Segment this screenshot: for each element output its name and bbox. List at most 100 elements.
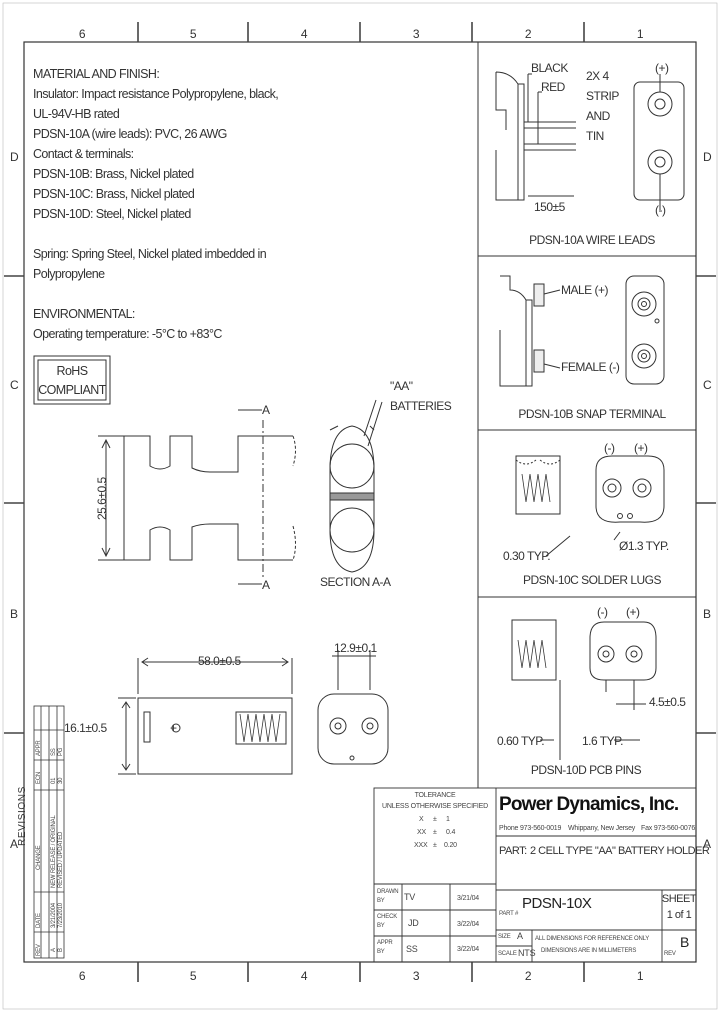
dim-snap: 12.9±0.1: [334, 641, 377, 655]
variant-d-caption: PDSN-10D PCB PINS: [530, 763, 642, 777]
rohs-line: COMPLIANT: [38, 383, 106, 397]
typ-dim: 0.60 TYP.: [497, 734, 545, 748]
part-number-value: PDSN-10X: [522, 895, 592, 912]
approval-role: CHECK: [377, 914, 398, 920]
lead-length-dim: 150±5: [534, 200, 565, 214]
tol-cell: 1: [446, 816, 450, 823]
variant-d-outline: [511, 619, 657, 760]
rev-cell: 3/21/2004: [51, 903, 57, 928]
company-fax: Fax 973-560-0076: [641, 825, 696, 832]
note-line: Operating temperature: -5°C to +83°C: [33, 327, 222, 341]
male-label: MALE (+): [561, 283, 609, 297]
zone-col-label: 6: [78, 969, 86, 983]
note-line: PDSN-10D: Steel, Nickel plated: [33, 207, 191, 221]
section-marker: A: [262, 578, 270, 592]
plus-mark: +: [170, 721, 177, 735]
end-view-outline: [317, 650, 389, 765]
rev-cell: A: [51, 948, 57, 952]
wire-red-label: RED: [541, 80, 565, 94]
note-line: Polypropylene: [33, 267, 105, 281]
zone-col-label: 4: [300, 27, 308, 41]
dim-length: 58.0±0.5: [198, 654, 241, 668]
strip-line: 2X 4: [586, 69, 609, 83]
aa-label: "AA": [390, 379, 413, 393]
variant-c-outline: [515, 455, 665, 557]
zone-row-label: C: [703, 378, 712, 392]
tol-cell: 0.4: [446, 829, 456, 836]
tol-cell: X: [419, 816, 424, 823]
rev-cell: SS: [51, 748, 57, 756]
zone-row-label: A: [703, 837, 711, 851]
rev-cell: 30: [58, 777, 64, 784]
revisions-title: REVISIONS: [17, 786, 28, 846]
typ-dim: Ø1.3 TYP.: [619, 539, 669, 553]
zone-col-label: 4: [300, 969, 308, 983]
tolerance-subtitle: UNLESS OTHERWISE SPECIFIED: [382, 803, 488, 810]
sheet-label: SHEET: [661, 893, 697, 905]
variant-a-outline: [495, 71, 685, 210]
part-label: PART:: [499, 845, 527, 857]
tol-cell: 0.20: [444, 842, 457, 849]
tol-cell: XXX: [414, 842, 428, 849]
approval-date: 3/21/04: [457, 895, 479, 902]
rohs-line: RoHS: [56, 364, 89, 378]
note-line: Insulator: Impact resistance Polypropyle…: [33, 87, 279, 101]
approval-role: BY: [377, 949, 385, 955]
approval-date: 3/22/04: [457, 946, 479, 953]
zone-col-label: 1: [636, 969, 644, 983]
approval-role: BY: [377, 898, 385, 904]
part-number-label: PART #: [499, 911, 519, 917]
rev-cell: 01: [51, 777, 57, 784]
section-label: SECTION A-A: [320, 575, 391, 589]
tol-cell: ±: [433, 816, 437, 823]
revisions-grid: [33, 705, 65, 959]
female-label: FEMALE (-): [561, 360, 620, 374]
zone-col-label: 5: [189, 27, 197, 41]
zone-col-label: 6: [78, 27, 86, 41]
approval-role: BY: [377, 923, 385, 929]
strip-line: AND: [586, 109, 610, 123]
zone-col-label: 2: [524, 27, 532, 41]
rev-cell: 7/23/2010: [58, 903, 64, 928]
tol-cell: ±: [433, 829, 437, 836]
section-marker: A: [262, 403, 270, 417]
typ-dim: 0.30 TYP.: [503, 549, 551, 563]
polarity-minus: (-): [597, 605, 608, 619]
strip-line: STRIP: [586, 89, 619, 103]
title-block-grid: [373, 787, 697, 963]
approval-role: DRAWN: [377, 889, 399, 895]
rev-header: REV: [36, 944, 42, 956]
note-line: PDSN-10C: Brass, Nickel plated: [33, 187, 195, 201]
approval-date: 3/22/04: [457, 921, 479, 928]
zone-row-label: A: [10, 837, 18, 851]
note-line: PDSN-10B: Brass, Nickel plated: [33, 167, 194, 181]
rev-cell: NEW RELEASE / ORIGINAL: [51, 815, 57, 888]
approval-role: APPR: [377, 940, 393, 946]
company-name: Power Dynamics, Inc.: [499, 794, 679, 815]
zone-row-label: B: [703, 607, 711, 621]
tol-cell: ±: [433, 842, 437, 849]
zone-col-label: 1: [636, 27, 644, 41]
scale-value: NTS: [518, 948, 536, 958]
polarity-plus: (+): [634, 441, 648, 455]
part-value: 2 CELL TYPE "AA" BATTERY HOLDER: [530, 845, 710, 857]
wire-black-label: BLACK: [531, 61, 568, 75]
tolerance-title: TOLERANCE: [414, 792, 456, 799]
top-view-outline: [98, 409, 296, 585]
zone-row-label: B: [10, 607, 18, 621]
zone-col-label: 2: [524, 969, 532, 983]
rev-value: B: [680, 934, 690, 950]
section-a-a-outline: [329, 399, 383, 573]
scale-label: SCALE: [498, 951, 517, 957]
variant-b-caption: PDSN-10B SNAP TERMINAL: [518, 407, 666, 421]
approval-who: SS: [406, 944, 418, 954]
note-line: UL-94V-HB rated: [33, 107, 120, 121]
size-value: A: [517, 931, 523, 941]
note-line: Contact & terminals:: [33, 147, 134, 161]
note-line: PDSN-10A (wire leads): PVC, 26 AWG: [33, 127, 227, 141]
disclaimer-line: ALL DIMENSIONS FOR REFERENCE ONLY: [535, 936, 650, 942]
zone-col-label: 3: [412, 969, 420, 983]
typ-dim: 1.6 TYP.: [582, 734, 623, 748]
rev-cell: REVISED / UPDATED: [58, 831, 64, 888]
